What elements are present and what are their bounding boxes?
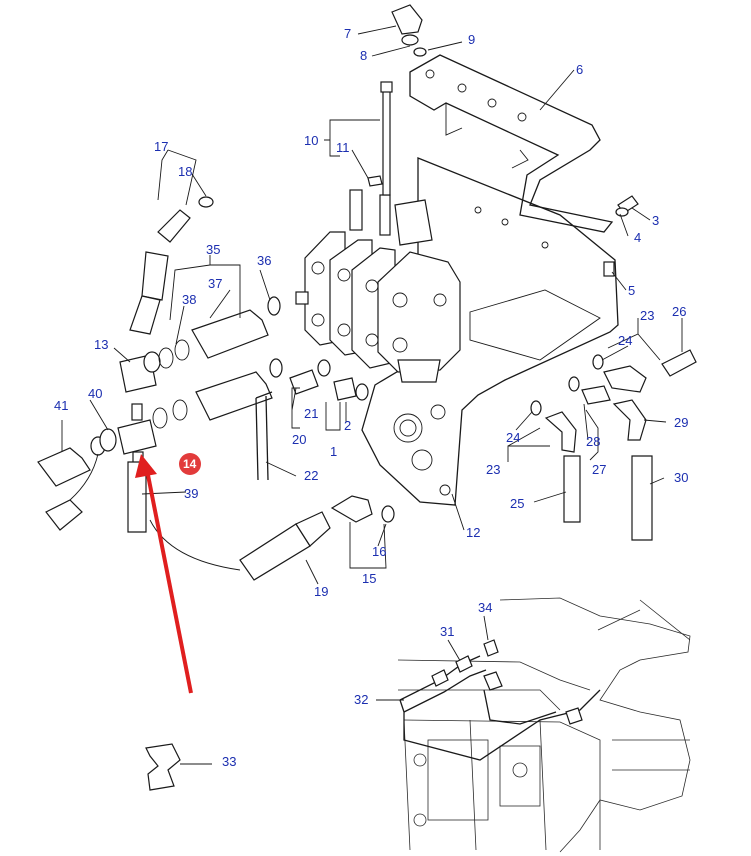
callout-24a: 24 (618, 333, 632, 348)
bolt-3-4 (615, 195, 639, 217)
clip-33 (145, 743, 181, 791)
callout-40: 40 (88, 386, 102, 401)
callout-23b: 23 (486, 462, 500, 477)
valve-mounting-plate (361, 157, 619, 506)
callout-20: 20 (292, 432, 306, 447)
callout-8: 8 (360, 48, 367, 63)
elbow-fitting-15 (330, 495, 395, 523)
brake-pipes-32-34 (399, 639, 601, 761)
callout-16: 16 (372, 544, 386, 559)
quick-coupler-41 (37, 436, 106, 487)
callout-33: 33 (222, 754, 236, 769)
callout-17: 17 (154, 139, 168, 154)
callout-29: 29 (674, 415, 688, 430)
elbow-29 (612, 399, 647, 441)
callout-14: 14 (183, 457, 197, 471)
callout-30: 30 (674, 470, 688, 485)
fitting-23-upper (592, 354, 647, 393)
callout-18: 18 (178, 164, 192, 179)
callout-12: 12 (466, 525, 480, 540)
bolt-11 (367, 175, 383, 187)
fitting-21 (289, 359, 331, 395)
callout-41: 41 (54, 398, 68, 413)
callout-36: 36 (257, 253, 271, 268)
callout-28: 28 (586, 434, 600, 449)
callout-35: 35 (206, 242, 220, 257)
hose-left-upper (129, 251, 169, 335)
callout-9: 9 (468, 32, 475, 47)
callout-39: 39 (184, 486, 198, 501)
highlight-arrow (135, 454, 193, 694)
pipe-22 (255, 391, 273, 481)
hose-30 (631, 455, 653, 541)
coupler-lower (195, 358, 283, 421)
highlighted-part-badge[interactable]: 14 (179, 453, 201, 475)
fitting-2 (333, 377, 369, 401)
leader-lines (61, 25, 683, 765)
callout-25: 25 (510, 496, 524, 511)
callout-11: 11 (336, 140, 350, 155)
callout-23a: 23 (640, 308, 654, 323)
callout-2: 2 (344, 418, 351, 433)
elbow-fitting-17 (157, 196, 214, 243)
callout-32: 32 (354, 692, 368, 707)
tee-fitting-14 (117, 399, 188, 465)
control-rod (380, 81, 393, 196)
callout-37: 37 (208, 276, 222, 291)
callout-24b: 24 (506, 430, 520, 445)
tee-fitting-13 (119, 339, 190, 393)
hose-19 (239, 511, 331, 581)
control-valve-block (295, 189, 461, 383)
hose-25 (563, 455, 581, 523)
callout-10: 10 (304, 133, 318, 148)
mounting-bracket (409, 54, 614, 233)
callout-6: 6 (576, 62, 583, 77)
callout-labels: 7 8 9 6 10 11 17 18 3 4 35 36 37 5 38 26… (54, 26, 688, 769)
coupler-37 (191, 296, 281, 359)
knob-7 (391, 4, 427, 57)
callout-3: 3 (652, 213, 659, 228)
bolt-5 (603, 261, 615, 277)
callout-26: 26 (672, 304, 686, 319)
callout-38: 38 (182, 292, 196, 307)
callout-15: 15 (362, 571, 376, 586)
callout-19: 19 (314, 584, 328, 599)
callout-31: 31 (440, 624, 454, 639)
fitting-28 (568, 376, 611, 405)
elbow-23-lower (530, 400, 577, 453)
callout-4: 4 (634, 230, 641, 245)
callout-22: 22 (304, 468, 318, 483)
callout-27: 27 (592, 462, 606, 477)
callout-7: 7 (344, 26, 351, 41)
callout-13: 13 (94, 337, 108, 352)
callout-34: 34 (478, 600, 492, 615)
callout-5: 5 (628, 283, 635, 298)
dashed-hose-routing (149, 519, 241, 571)
callout-1: 1 (330, 444, 337, 459)
dust-cap-40 (45, 428, 117, 531)
callout-21: 21 (304, 406, 318, 421)
fitting-26 (661, 349, 697, 377)
